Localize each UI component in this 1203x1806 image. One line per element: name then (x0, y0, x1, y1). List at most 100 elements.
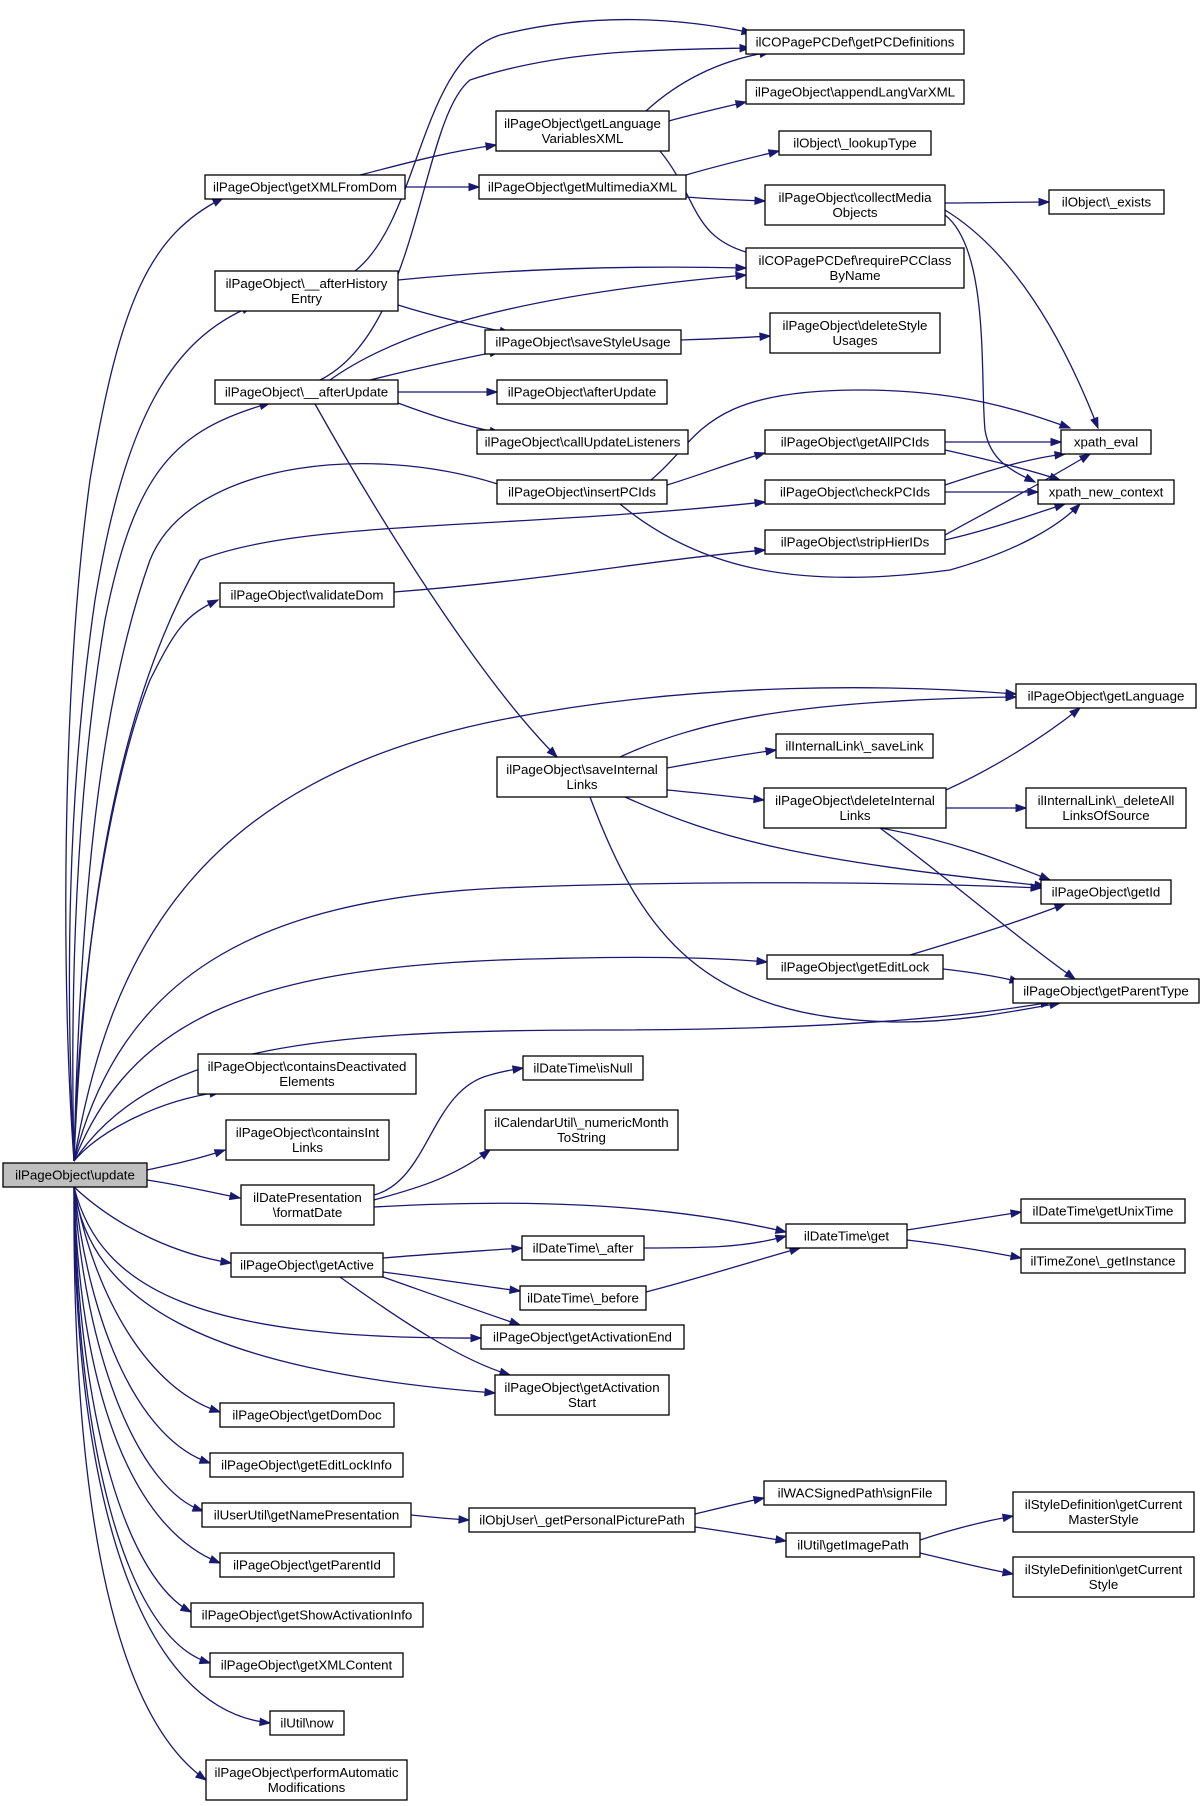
edge-getLanguageVariablesXML-to-appendLangVarXML (668, 100, 748, 122)
node-get-language[interactable]: ilPageObject\getLanguage (1015, 683, 1197, 709)
edge-line (666, 749, 777, 769)
edge-stripHierIDs-to-xpathEval (944, 453, 1092, 536)
edge-line (942, 968, 1021, 983)
node-dt-get[interactable]: ilDateTime\get (785, 1223, 908, 1249)
node-label-line: LinksOfSource (1062, 808, 1149, 823)
node-get-all-pcids[interactable]: ilPageObject\getAllPCIds (764, 429, 946, 455)
node-get-personal-picture-path[interactable]: ilObjUser\_getPersonalPicturePath (468, 1507, 696, 1533)
node-strip-hier-ids[interactable]: ilPageObject\stripHierIDs (764, 529, 946, 555)
node-box (764, 429, 946, 455)
node-get-parent-id[interactable]: ilPageObject\getParentId (219, 1552, 395, 1578)
node-after-update__[interactable]: ilPageObject\__afterUpdate (214, 379, 399, 405)
node-get-unix-time[interactable]: ilDateTime\getUnixTime (1020, 1198, 1186, 1224)
node-label-line: ilPageObject\callUpdateListeners (485, 435, 681, 450)
edge-update-to-formatDate (146, 1179, 242, 1201)
node-get-name-presentation[interactable]: ilUserUtil\getNamePresentation (201, 1502, 412, 1528)
edge-update-to-getParentId (73, 1186, 222, 1564)
node-dt-before[interactable]: ilDateTime\_before (519, 1285, 647, 1311)
edge-line (73, 1091, 221, 1162)
edge-saveStyleUsage-to-deleteStyleUsages (680, 332, 772, 341)
node-box (1025, 787, 1187, 829)
edge-checkPCIds-to-xpathEval (944, 450, 1067, 486)
node-get-active[interactable]: ilPageObject\getActive (230, 1252, 384, 1278)
node-save-link[interactable]: ilInternalLink\_saveLink (775, 733, 934, 759)
node-after-update[interactable]: ilPageObject\afterUpdate (496, 379, 668, 405)
edge-line (944, 209, 1099, 429)
node-xpath-new-context[interactable]: xpath_new_context (1037, 479, 1175, 505)
node-get-dom-doc[interactable]: ilPageObject\getDomDoc (219, 1402, 395, 1428)
node-box (1015, 683, 1197, 709)
edge-arrowhead (259, 1717, 272, 1727)
node-object-exists[interactable]: ilObject\_exists (1048, 189, 1165, 215)
node-get-edit-lock[interactable]: ilPageObject\getEditLock (766, 954, 944, 980)
edge-arrowhead (206, 599, 220, 609)
edge-getPersonalPicturePath-to-getImagePath (694, 1526, 788, 1544)
node-get-show-activation-info[interactable]: ilPageObject\getShowActivationInfo (190, 1602, 424, 1628)
node-insert-pcids[interactable]: ilPageObject\insertPCIds (496, 479, 668, 505)
node-box (219, 582, 395, 608)
node-get-parent-type[interactable]: ilPageObject\getParentType (1012, 978, 1200, 1004)
node-validate-dom[interactable]: ilPageObject\validateDom (219, 582, 395, 608)
edge-formatDate-to-numericMonthToString (373, 1149, 492, 1201)
node-lookup-type[interactable]: ilObject\_lookupType (778, 130, 932, 156)
node-util-now[interactable]: ilUtil\now (269, 1710, 345, 1736)
node-get-multimedia-xml[interactable]: ilPageObject\getMultimediaXML (478, 174, 687, 200)
node-box (204, 174, 406, 200)
edge-arrowhead (774, 1234, 788, 1244)
node-get-id[interactable]: ilPageObject\getId (1040, 879, 1172, 905)
node-box (785, 1223, 908, 1249)
node-perform-automatic-modifications[interactable]: ilPageObject\performAutomaticModificatio… (205, 1759, 408, 1801)
node-get-tz-instance[interactable]: ilTimeZone\_getInstance (1020, 1248, 1186, 1274)
node-dt-after[interactable]: ilDateTime\_after (521, 1235, 645, 1261)
edge-update-to-validateDom (73, 599, 220, 1162)
node-update[interactable]: ilPageObject\update (2, 1162, 148, 1188)
node-box (763, 1480, 947, 1506)
node-format-date[interactable]: ilDatePresentation\formatDate (240, 1184, 375, 1226)
node-box (1048, 189, 1165, 215)
edge-saveInternalLinks-to-getParentType (589, 796, 1062, 1023)
node-get-activation-end[interactable]: ilPageObject\getActivationEnd (480, 1324, 685, 1350)
node-get-xmlcontent[interactable]: ilPageObject\getXMLContent (209, 1652, 404, 1678)
edge-update-to-getActive (73, 1186, 233, 1266)
node-sign-file[interactable]: ilWACSignedPath\signFile (763, 1480, 947, 1506)
node-append-lang-var-xml[interactable]: ilPageObject\appendLangVarXML (745, 79, 965, 105)
edge-getNamePresentation-to-getPersonalPicturePath (410, 1514, 471, 1524)
node-label-line: ilPageObject\saveInternal (506, 762, 658, 777)
node-get-pcdefinitions[interactable]: ilCOPagePCDef\getPCDefinitions (745, 29, 965, 55)
node-label-line: ilPageObject\getDomDoc (232, 1408, 382, 1423)
edge-update-to-getDomDoc (73, 1186, 222, 1413)
node-box (205, 1759, 408, 1801)
edge-arrowhead (754, 546, 767, 556)
edge-update-to-getActivationStart (73, 1186, 497, 1397)
edge-arrowhead (228, 1191, 242, 1201)
node-box (476, 429, 689, 455)
edge-line (73, 501, 766, 1162)
node-label-line: xpath_eval (1074, 435, 1138, 450)
node-save-style-usage[interactable]: ilPageObject\saveStyleUsage (484, 329, 682, 355)
node-xpath-eval[interactable]: xpath_eval (1060, 429, 1152, 455)
node-is-null[interactable]: ilDateTime\isNull (522, 1055, 644, 1081)
node-check-pcids[interactable]: ilPageObject\checkPCIds (764, 479, 946, 505)
node-call-update-listeners[interactable]: ilPageObject\callUpdateListeners (476, 429, 689, 455)
node-get-edit-lock-info[interactable]: ilPageObject\getEditLockInfo (209, 1452, 404, 1478)
node-get-xmlfrom-dom[interactable]: ilPageObject\getXMLFromDom (204, 174, 406, 200)
node-get-image-path[interactable]: ilUtil\getImagePath (785, 1532, 921, 1558)
edge-saveInternalLinks-to-getId (624, 796, 1047, 890)
edge-line (382, 1271, 521, 1292)
edge-saveInternalLinks-to-saveLink (666, 747, 778, 769)
edge-getXMLFromDom-to-getLanguageVariablesXML (359, 142, 498, 176)
